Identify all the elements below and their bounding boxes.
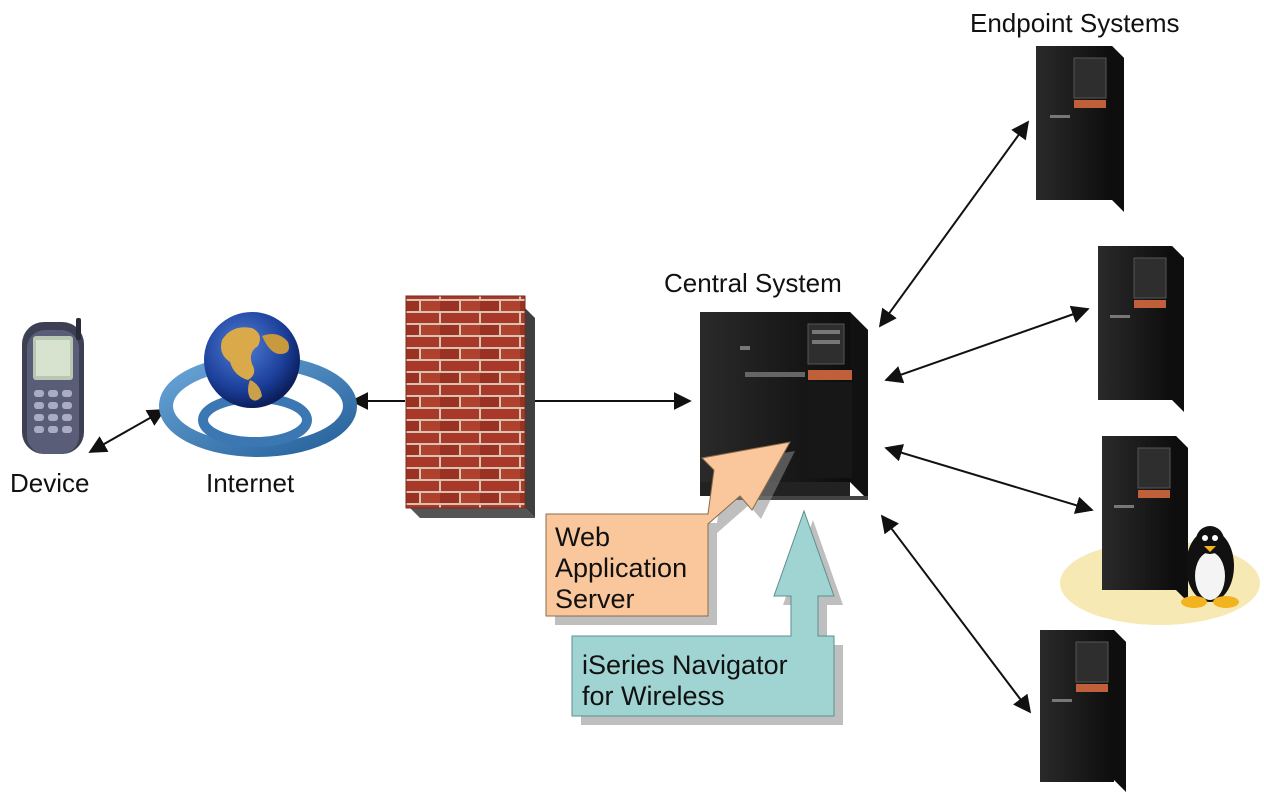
- web-app-server-line-3: Server: [555, 584, 635, 614]
- endpoint-server-4: [1040, 630, 1126, 792]
- arrow-device-internet: [88, 409, 166, 453]
- internet-label: Internet: [206, 468, 295, 498]
- navigator-text: iSeries Navigator for Wireless: [582, 650, 788, 712]
- endpoint-systems-label: Endpoint Systems: [970, 8, 1180, 38]
- endpoint-server-1: [1036, 46, 1124, 212]
- globe-icon: [159, 312, 357, 457]
- web-app-server-callout: [545, 441, 795, 625]
- navigator-line-1: iSeries Navigator: [582, 650, 788, 680]
- arrow-central-endpoint-3: [884, 444, 1094, 514]
- navigator-line-2: for Wireless: [582, 681, 725, 711]
- central-system-label: Central System: [664, 268, 842, 298]
- web-app-server-line-2: Application: [555, 553, 688, 583]
- linux-penguin-icon: [1181, 526, 1239, 608]
- device-label: Device: [10, 468, 90, 498]
- endpoint-server-3: [1102, 436, 1188, 602]
- navigator-callout: [571, 509, 843, 725]
- arrow-central-endpoint-4: [880, 514, 1032, 714]
- web-app-server-text: Web Application Server: [555, 522, 687, 615]
- phone-icon: [22, 318, 84, 454]
- endpoint-server-2: [1098, 246, 1184, 412]
- web-app-server-line-1: Web: [555, 522, 611, 552]
- firewall-icon: [405, 295, 535, 518]
- arrow-central-endpoint-1: [878, 120, 1030, 328]
- connection-arrows: [88, 120, 1094, 714]
- arrow-central-endpoint-2: [884, 305, 1090, 384]
